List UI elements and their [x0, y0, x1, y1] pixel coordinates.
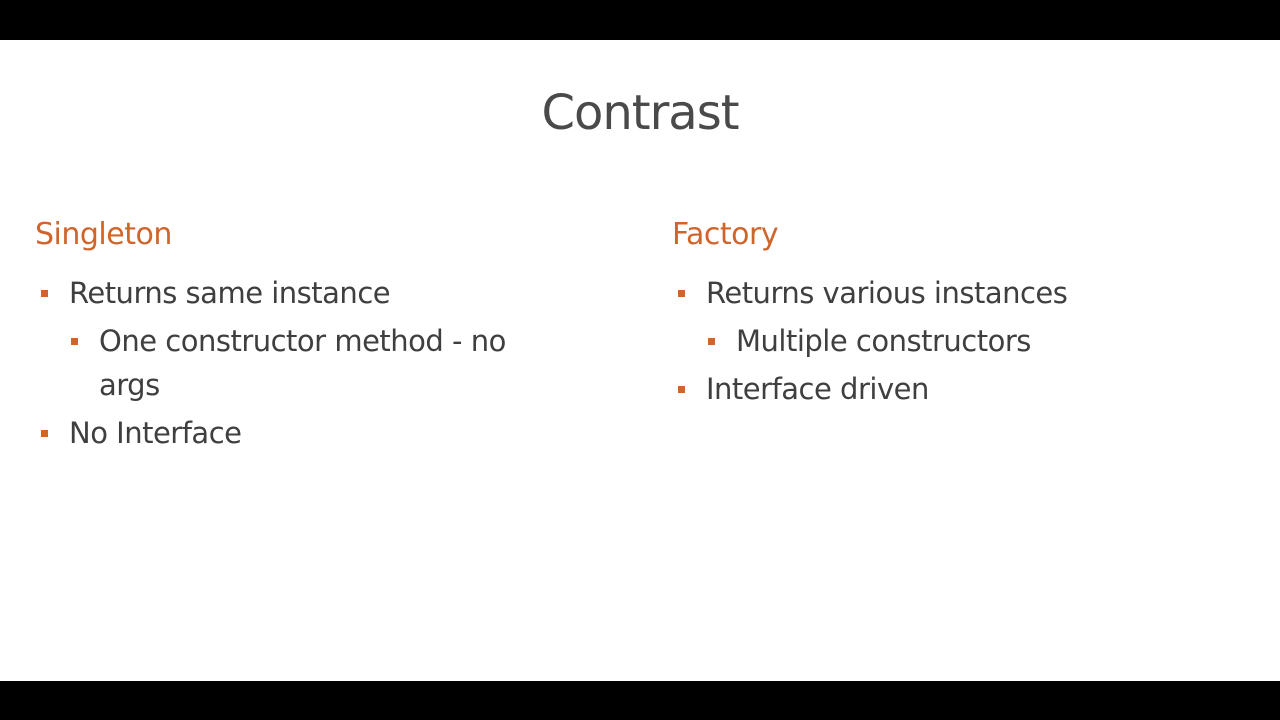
list-item-text: Returns various instances — [706, 276, 1068, 310]
list-item: No Interface — [35, 411, 595, 455]
square-bullet-icon — [71, 338, 78, 345]
bullet-list: Returns various instances Multiple const… — [672, 271, 1232, 411]
list-item: One constructor method - no args — [35, 319, 559, 407]
list-item: Returns various instances — [672, 271, 1232, 315]
factory-column: Factory Returns various instances Multip… — [672, 215, 1232, 415]
bullet-list: Returns same instance One constructor me… — [35, 271, 595, 455]
letterbox-top — [0, 0, 1280, 40]
square-bullet-icon — [41, 290, 48, 297]
list-item: Returns same instance — [35, 271, 595, 315]
column-heading: Singleton — [35, 217, 172, 252]
list-item-text: Multiple constructors — [736, 324, 1031, 358]
square-bullet-icon — [678, 290, 685, 297]
list-item: Multiple constructors — [672, 319, 1232, 363]
list-item-text: No Interface — [69, 416, 242, 450]
slide: Contrast Singleton Returns same instance… — [0, 40, 1280, 681]
list-item-text: One constructor method - no args — [99, 324, 506, 402]
list-item-text: Interface driven — [706, 372, 929, 406]
square-bullet-icon — [41, 430, 48, 437]
letterbox-bottom — [0, 681, 1280, 720]
square-bullet-icon — [678, 386, 685, 393]
list-item-text: Returns same instance — [69, 276, 391, 310]
column-heading: Factory — [672, 217, 779, 252]
singleton-column: Singleton Returns same instance One cons… — [35, 215, 595, 459]
list-item: Interface driven — [672, 367, 1232, 411]
slide-title: Contrast — [541, 85, 739, 141]
square-bullet-icon — [708, 338, 715, 345]
